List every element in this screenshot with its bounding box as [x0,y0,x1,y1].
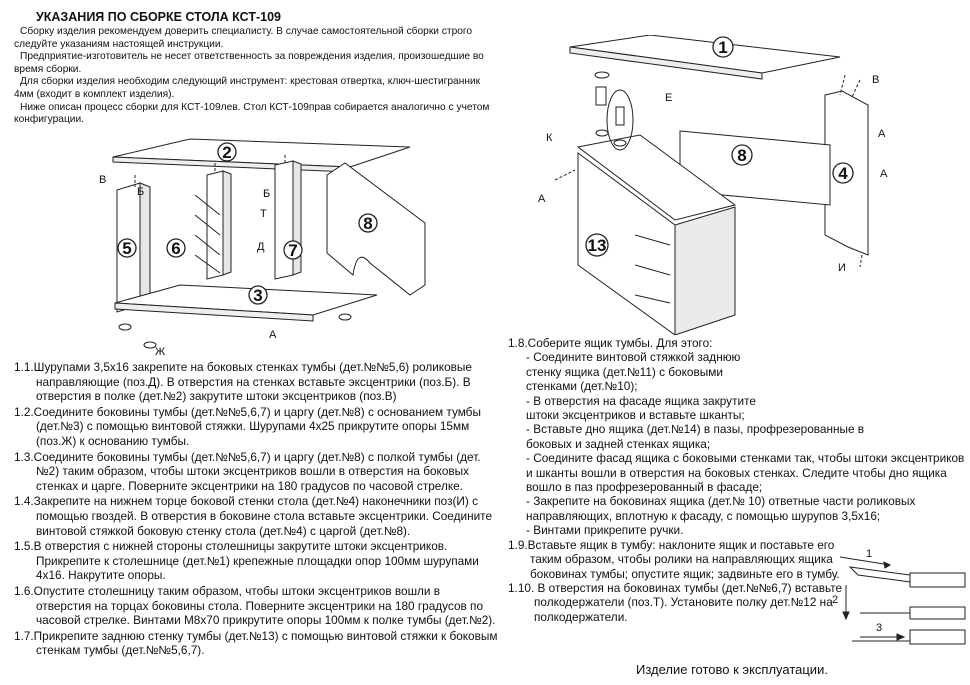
intro-text: Сборку изделия рекомендуем доверить спец… [14,26,494,127]
label-a: А [538,193,546,205]
part-number-8: 8 [731,144,753,166]
part-number-4: 4 [832,162,854,184]
cabinet-assembly-diagram: 2 3 5 6 7 8 В Б Б Т Д А Ж [99,138,426,358]
step-1-1: 1.1.Шурупами 3,5x16 закрепите на боковых… [14,360,472,404]
label-b: Б [263,188,270,200]
part-number-2: 2 [217,142,237,162]
intro-paragraph: Для сборки изделия необходим следующий и… [14,76,481,100]
svg-text:1: 1 [718,38,727,57]
part-number-6: 6 [166,238,186,258]
step-1-10: 1.10. В отверстия на боковинах тумбы (де… [508,580,843,624]
label-v: В [99,174,106,186]
arrow-label: 2 [832,594,838,606]
arrow-label: 3 [876,622,882,634]
step-1-5: 1.5.В отверстия с нижней стороны столешн… [14,539,479,583]
label-b: Б [137,186,144,198]
step-1-8-item: - Винтами прикрепите ручки. [526,523,684,538]
part-number-7: 7 [283,240,303,260]
svg-text:2: 2 [222,143,231,162]
steps-left-column: 1.1.Шурупами 3,5x16 закрепите на боковых… [8,360,498,659]
svg-text:3: 3 [253,286,262,305]
step-1-4: 1.4.Закрепите на нижнем торце боковой ст… [14,494,493,538]
svg-text:8: 8 [363,214,372,233]
step-1-6: 1.6.Опустите столешницу таким образом, ч… [14,583,496,628]
label-t: Т [260,208,267,220]
intro-paragraph: Ниже описан процесс сборки для КСТ-109ле… [14,101,490,126]
svg-text:6: 6 [171,239,180,258]
label-a: А [878,128,886,140]
svg-text:8: 8 [737,146,746,165]
step-1-3: 1.3.Соедините боковины тумбы (дет.№№5,6,… [14,449,481,493]
step-1-8-item: - В отверстия на фасаде ящика закрутите … [526,393,756,423]
page-title: УКАЗАНИЯ ПО СБОРКЕ СТОЛА КСТ-109 [36,10,282,24]
step-1-7: 1.7.Прикрепите заднюю стенку тумбы (дет.… [14,628,498,658]
step-1-9: 1.9.Вставьте ящик в тумбу: наклоните ящи… [508,537,840,581]
drawer-insertion-diagram: 1 2 3 [832,548,966,645]
part-number-5: 5 [117,238,137,258]
label-e: Е [665,92,672,104]
label-a: А [269,329,277,341]
part-number-1: 1 [712,36,734,58]
step-1-2: 1.2.Соедините боковины тумбы (дет.№№5,6,… [14,404,481,448]
step-1-8: 1.8.Соберите ящик тумбы. Для этого: [508,336,713,350]
svg-text:7: 7 [288,241,297,260]
intro-paragraph: Сборку изделия рекомендуем доверить спец… [14,26,473,50]
panel-part-8 [326,162,426,296]
svg-text:13: 13 [588,236,607,255]
label-k: К [546,132,553,144]
part-number-3: 3 [248,285,268,305]
intro-paragraph: Предприятие-изготовитель не несет ответс… [14,51,484,75]
step-1-8-item: - Соедините винтовой стяжкой заднюю стен… [526,350,741,394]
label-i: И [838,262,846,274]
label-d: Д [257,241,265,253]
arrow-label: 1 [866,548,872,560]
label-zh: Ж [155,346,165,358]
step-1-8-item: - Соедините фасад ящика с боковыми стенк… [526,451,965,495]
svg-text:5: 5 [122,239,131,258]
side-part-6 [206,170,224,280]
part-number-8: 8 [358,213,378,233]
steps-right-column: 1.8.Соберите ящик тумбы. Для этого: - Со… [508,336,968,624]
side-part-7 [274,160,294,280]
step-1-8-item: - Вставьте дно ящика (дет.№14) в пазы, п… [526,422,865,451]
back-wall-part-13 [577,152,676,335]
final-note: Изделие готово к эксплуатации. [636,662,828,677]
desk-assembly-diagram: 1 4 8 13 В Е К А А А И [538,35,888,335]
label-v: В [872,74,879,86]
svg-text:4: 4 [838,164,848,183]
step-1-8-item: - Закрепите на боковинах ящика (дет.№ 10… [526,494,916,523]
label-a: А [880,168,888,180]
part-number-13: 13 [585,233,609,257]
